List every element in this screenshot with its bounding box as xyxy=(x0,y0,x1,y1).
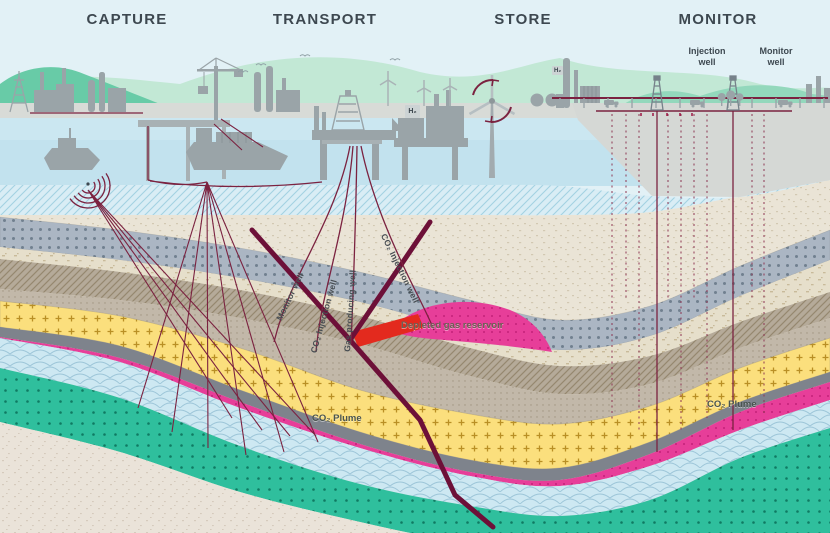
injection-well-derrick-icon xyxy=(650,75,664,111)
gas-producing-well-line xyxy=(350,145,358,345)
header-monitor: MONITOR xyxy=(678,11,758,28)
seismic-waves-icon xyxy=(69,173,111,209)
header-transport: TRANSPORT xyxy=(272,11,378,28)
layer-fractured-aquifer xyxy=(0,338,830,517)
loading-arm-line xyxy=(213,118,264,151)
fault-line-main xyxy=(249,227,496,530)
rotation-arrows-icon xyxy=(472,78,512,124)
derrick-icon xyxy=(331,95,365,131)
header-capture: CAPTURE xyxy=(86,11,168,28)
injection-well-label: Injection well xyxy=(688,46,726,67)
layer-basement xyxy=(0,422,411,533)
fault-line-secondary xyxy=(347,219,433,343)
jetty-deck xyxy=(138,120,230,127)
depleted-gas-reservoir-zone xyxy=(390,301,552,352)
harbor-crane-icon xyxy=(197,57,243,122)
power-pylon-icon xyxy=(9,71,29,113)
layer-caprock-seal xyxy=(0,327,830,481)
co2-plume-right-label: CO₂ Plume xyxy=(707,399,757,410)
smokestack-icon xyxy=(40,72,44,90)
factory-building xyxy=(34,90,56,112)
seismic-source-point xyxy=(86,182,90,186)
h2-platform-chip: H₂ xyxy=(405,105,420,118)
background-industry-right xyxy=(806,76,830,103)
depleted-gas-reservoir-label: Depleted gas reservoir xyxy=(401,320,504,331)
pipelines-and-wells xyxy=(30,97,828,456)
refinery-column xyxy=(88,80,95,112)
onshore-wind-turbines xyxy=(379,71,458,106)
birds-icon xyxy=(237,54,401,73)
seismic-survey-ship xyxy=(44,128,100,170)
co2-injection-well-left-line xyxy=(315,145,354,353)
h2-plant-chip: H₂ xyxy=(552,66,563,75)
layer-saline-formation xyxy=(0,368,830,533)
monitor-site-surface xyxy=(604,75,793,111)
container-stack xyxy=(216,132,252,143)
land-right xyxy=(572,103,830,197)
header-store: STORE xyxy=(494,11,552,28)
co2-plume-left-label: CO₂ Plume xyxy=(312,413,362,424)
seismic-line-fan xyxy=(87,189,317,437)
monitor-well-derrick-icon xyxy=(726,75,740,111)
injection-well-fan xyxy=(137,181,319,456)
remaining-gas-zone xyxy=(352,314,424,347)
truck-icon xyxy=(604,100,793,108)
layer-gas-bearing-band xyxy=(0,337,830,487)
co2-tanker-ship xyxy=(186,128,288,170)
injection-arrow-ticks xyxy=(640,113,693,116)
co2-migration-dashed-lines xyxy=(611,114,765,432)
monitor-well-label: Monitor well xyxy=(759,46,793,67)
monitor-well-line xyxy=(273,145,351,343)
wind-turbine xyxy=(468,75,516,178)
distillation-column xyxy=(254,72,261,112)
capture-pipeline xyxy=(30,112,323,188)
co2-injection-well-right-line xyxy=(360,145,435,331)
trees-icon xyxy=(717,90,744,106)
h2-platform xyxy=(394,90,468,180)
gas-sphere-tank xyxy=(530,93,544,107)
